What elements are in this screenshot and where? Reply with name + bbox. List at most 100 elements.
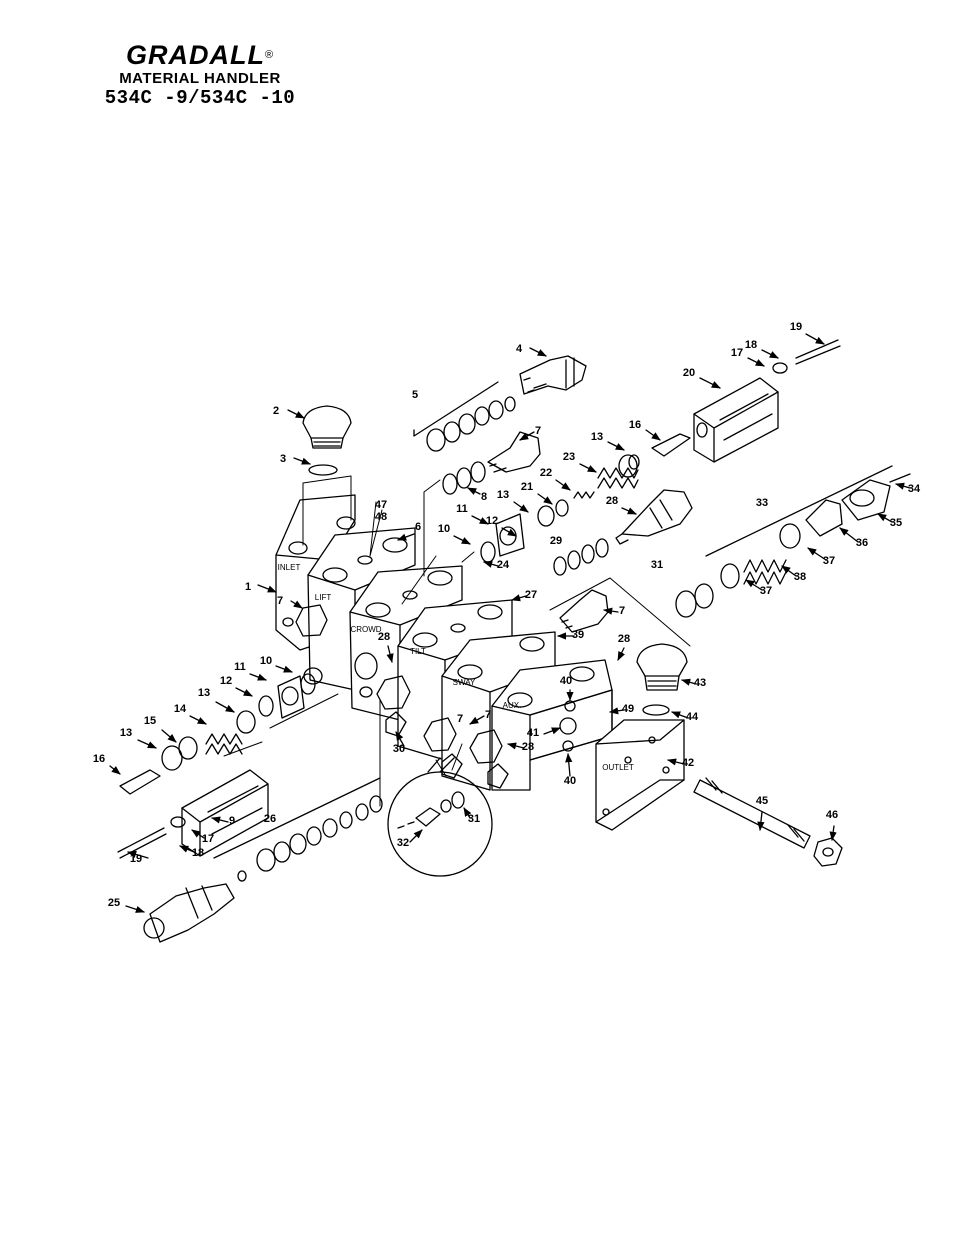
callout-41: 41 (527, 727, 561, 739)
callout-arrow (761, 349, 779, 359)
document-header: GRADALL® MATERIAL HANDLER 534C -9/534C -… (100, 40, 300, 109)
callout-number: 33 (756, 497, 768, 509)
tie-rod-nut (813, 837, 843, 867)
callout-arrow (829, 825, 837, 841)
callout-arrow (511, 594, 527, 602)
callout-number: 32 (397, 837, 409, 849)
callout-arrow (293, 457, 311, 465)
callout-number: 40 (564, 775, 576, 787)
callout-arrow (483, 560, 499, 568)
callout-number: 45 (756, 795, 768, 807)
callout-14: 14 (174, 703, 207, 725)
callout-36: 36 (839, 527, 868, 549)
callout-number: 28 (522, 741, 534, 753)
callout-arrow (681, 678, 697, 686)
detent-assembly (675, 473, 911, 618)
section-label: LIFT (315, 593, 332, 602)
callout-number: 9 (229, 815, 235, 827)
callout-number: 2 (273, 405, 279, 417)
callout-number: 12 (220, 675, 232, 687)
callout-24: 24 (483, 559, 510, 571)
callout-42: 42 (667, 757, 694, 769)
callout-7: 7 (519, 425, 541, 441)
callout-number: 34 (908, 483, 921, 495)
callout-number: 7 (619, 605, 625, 617)
callout-16: 16 (629, 419, 661, 441)
callout-number: 30 (393, 743, 405, 755)
callout-arrow (235, 687, 253, 697)
callout-31: 31 (463, 807, 480, 825)
callout-37: 37 (807, 547, 835, 567)
callout-21: 21 (521, 481, 553, 505)
callout-arrow (895, 482, 911, 490)
detent-group-bracket (705, 465, 893, 557)
callout-49: 49 (609, 703, 634, 715)
callout-45: 45 (756, 795, 768, 831)
callout-number: 6 (415, 521, 421, 533)
callout-number: 37 (760, 585, 772, 597)
spool-cap-housing-lower (181, 769, 269, 857)
callout-arrow (397, 533, 415, 541)
callout-number: 19 (130, 853, 142, 865)
callout-number: 4 (516, 343, 523, 355)
callout-5: 5 (412, 389, 418, 401)
callout-arrow (127, 850, 149, 859)
spool-end-cap-upper (651, 433, 691, 457)
callout-number: 12 (486, 515, 498, 527)
callout-13: 13 (591, 431, 625, 451)
port-plug-inlet (302, 405, 352, 476)
callout-31: 31 (651, 559, 663, 571)
callout-1: 1 (245, 581, 277, 593)
callout-arrow (161, 729, 177, 743)
registered-mark: ® (264, 49, 275, 61)
callout-arrow (189, 715, 207, 725)
callout-16: 16 (93, 753, 121, 775)
callout-arrow (191, 829, 205, 839)
valve-section-outlet (595, 719, 685, 831)
callout-arrow (807, 547, 827, 561)
callout-arrow (757, 811, 765, 831)
callout-30: 30 (393, 731, 405, 755)
callout-arrow (565, 753, 573, 777)
callout-12: 12 (486, 515, 517, 537)
callout-arrow (839, 527, 859, 543)
callout-12: 12 (220, 675, 253, 697)
callout-number: 27 (525, 589, 537, 601)
check-valve-mid (559, 589, 609, 633)
callout-9: 9 (211, 815, 235, 827)
callout-number: 40 (560, 675, 572, 687)
callout-8: 8 (467, 487, 487, 503)
callout-32: 32 (397, 829, 423, 849)
callout-number: 1 (245, 581, 251, 593)
callout-number: 25 (108, 897, 120, 909)
callout-number: 20 (683, 367, 695, 379)
relief-valve (519, 355, 587, 395)
callout-number: 14 (174, 703, 187, 715)
callout-6: 6 (397, 521, 421, 541)
callout-number: 26 (264, 813, 276, 825)
callout-number: 47 (375, 499, 387, 511)
callout-arrow (257, 584, 277, 593)
callout-arrow (877, 513, 893, 523)
callout-arrow (609, 707, 625, 715)
callout-27: 27 (511, 589, 537, 602)
callout-arrow (513, 501, 529, 513)
tie-rod (693, 777, 811, 849)
callout-arrow (211, 816, 229, 824)
callout-40: 40 (564, 753, 576, 787)
section-label: OUTLET (602, 763, 634, 772)
callout-number: 19 (790, 321, 802, 333)
capscrew-upper (772, 339, 841, 374)
callout-arrow (215, 701, 235, 713)
port-plug-outlet (636, 643, 688, 716)
callout-44: 44 (671, 711, 699, 723)
callout-arrow (747, 357, 765, 367)
callout-number: 17 (202, 833, 214, 845)
spool-cap-housing-upper (693, 377, 779, 463)
section-label: SWAY (453, 678, 476, 687)
callout-18: 18 (179, 845, 204, 859)
callout-number: 43 (694, 677, 706, 689)
callout-28: 28 (617, 633, 630, 661)
spring-lower (205, 695, 274, 755)
